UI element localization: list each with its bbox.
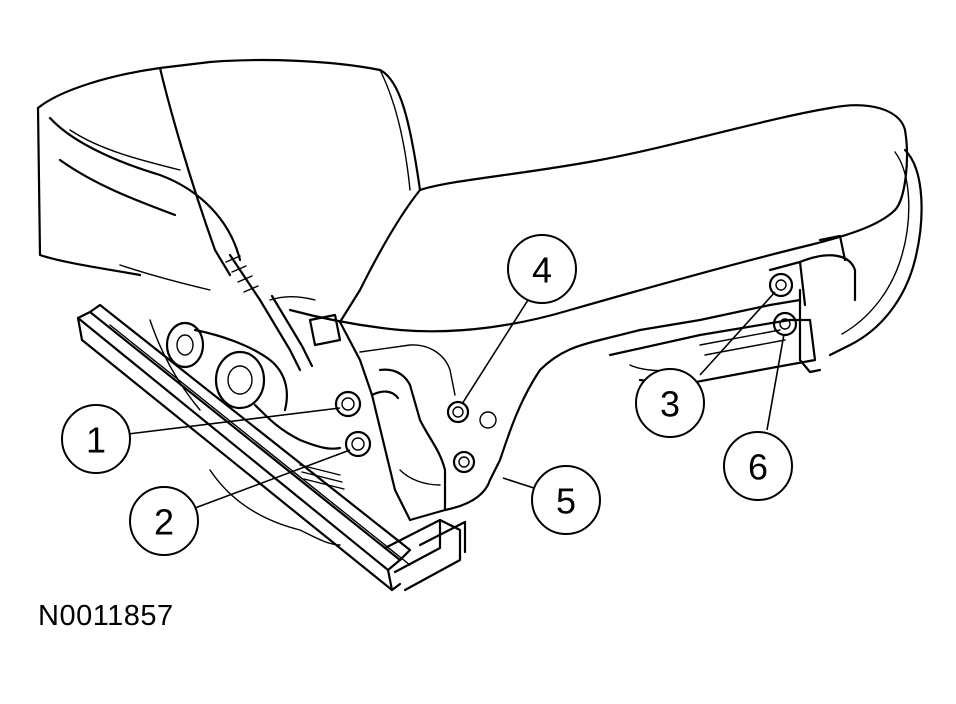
callout-1-number: 1: [86, 420, 106, 461]
leader-lines: [127, 291, 785, 509]
callout-5: 5: [531, 465, 601, 535]
callout-6-number: 6: [748, 447, 768, 488]
callout-5-number: 5: [556, 481, 576, 522]
callout-3-number: 3: [660, 384, 680, 425]
seat-back-outline: [36, 58, 422, 291]
bolt-1-head: [334, 390, 362, 418]
callout-1: 1: [61, 404, 131, 474]
nut-6: [772, 311, 798, 337]
callout-2: 2: [129, 486, 199, 556]
left-seat-rail: [76, 303, 467, 592]
bolt-2-head: [344, 430, 372, 458]
callout-3: 3: [635, 368, 705, 438]
bolt-lower-bracket: [452, 450, 476, 474]
callout-4: 4: [507, 234, 577, 304]
callout-6: 6: [723, 431, 793, 501]
nut-3: [768, 272, 794, 298]
seat-bracket: [338, 320, 602, 522]
callout-4-number: 4: [532, 250, 552, 291]
callout-2-number: 2: [154, 502, 174, 543]
seat-cushion-outline: [269, 104, 923, 357]
seat-adjuster-mechanism: [149, 253, 345, 490]
fasteners: [334, 272, 798, 474]
figure-id-label: N0011857: [38, 600, 174, 632]
right-seat-rail: [598, 234, 857, 387]
bolt-4-head: [446, 400, 470, 424]
